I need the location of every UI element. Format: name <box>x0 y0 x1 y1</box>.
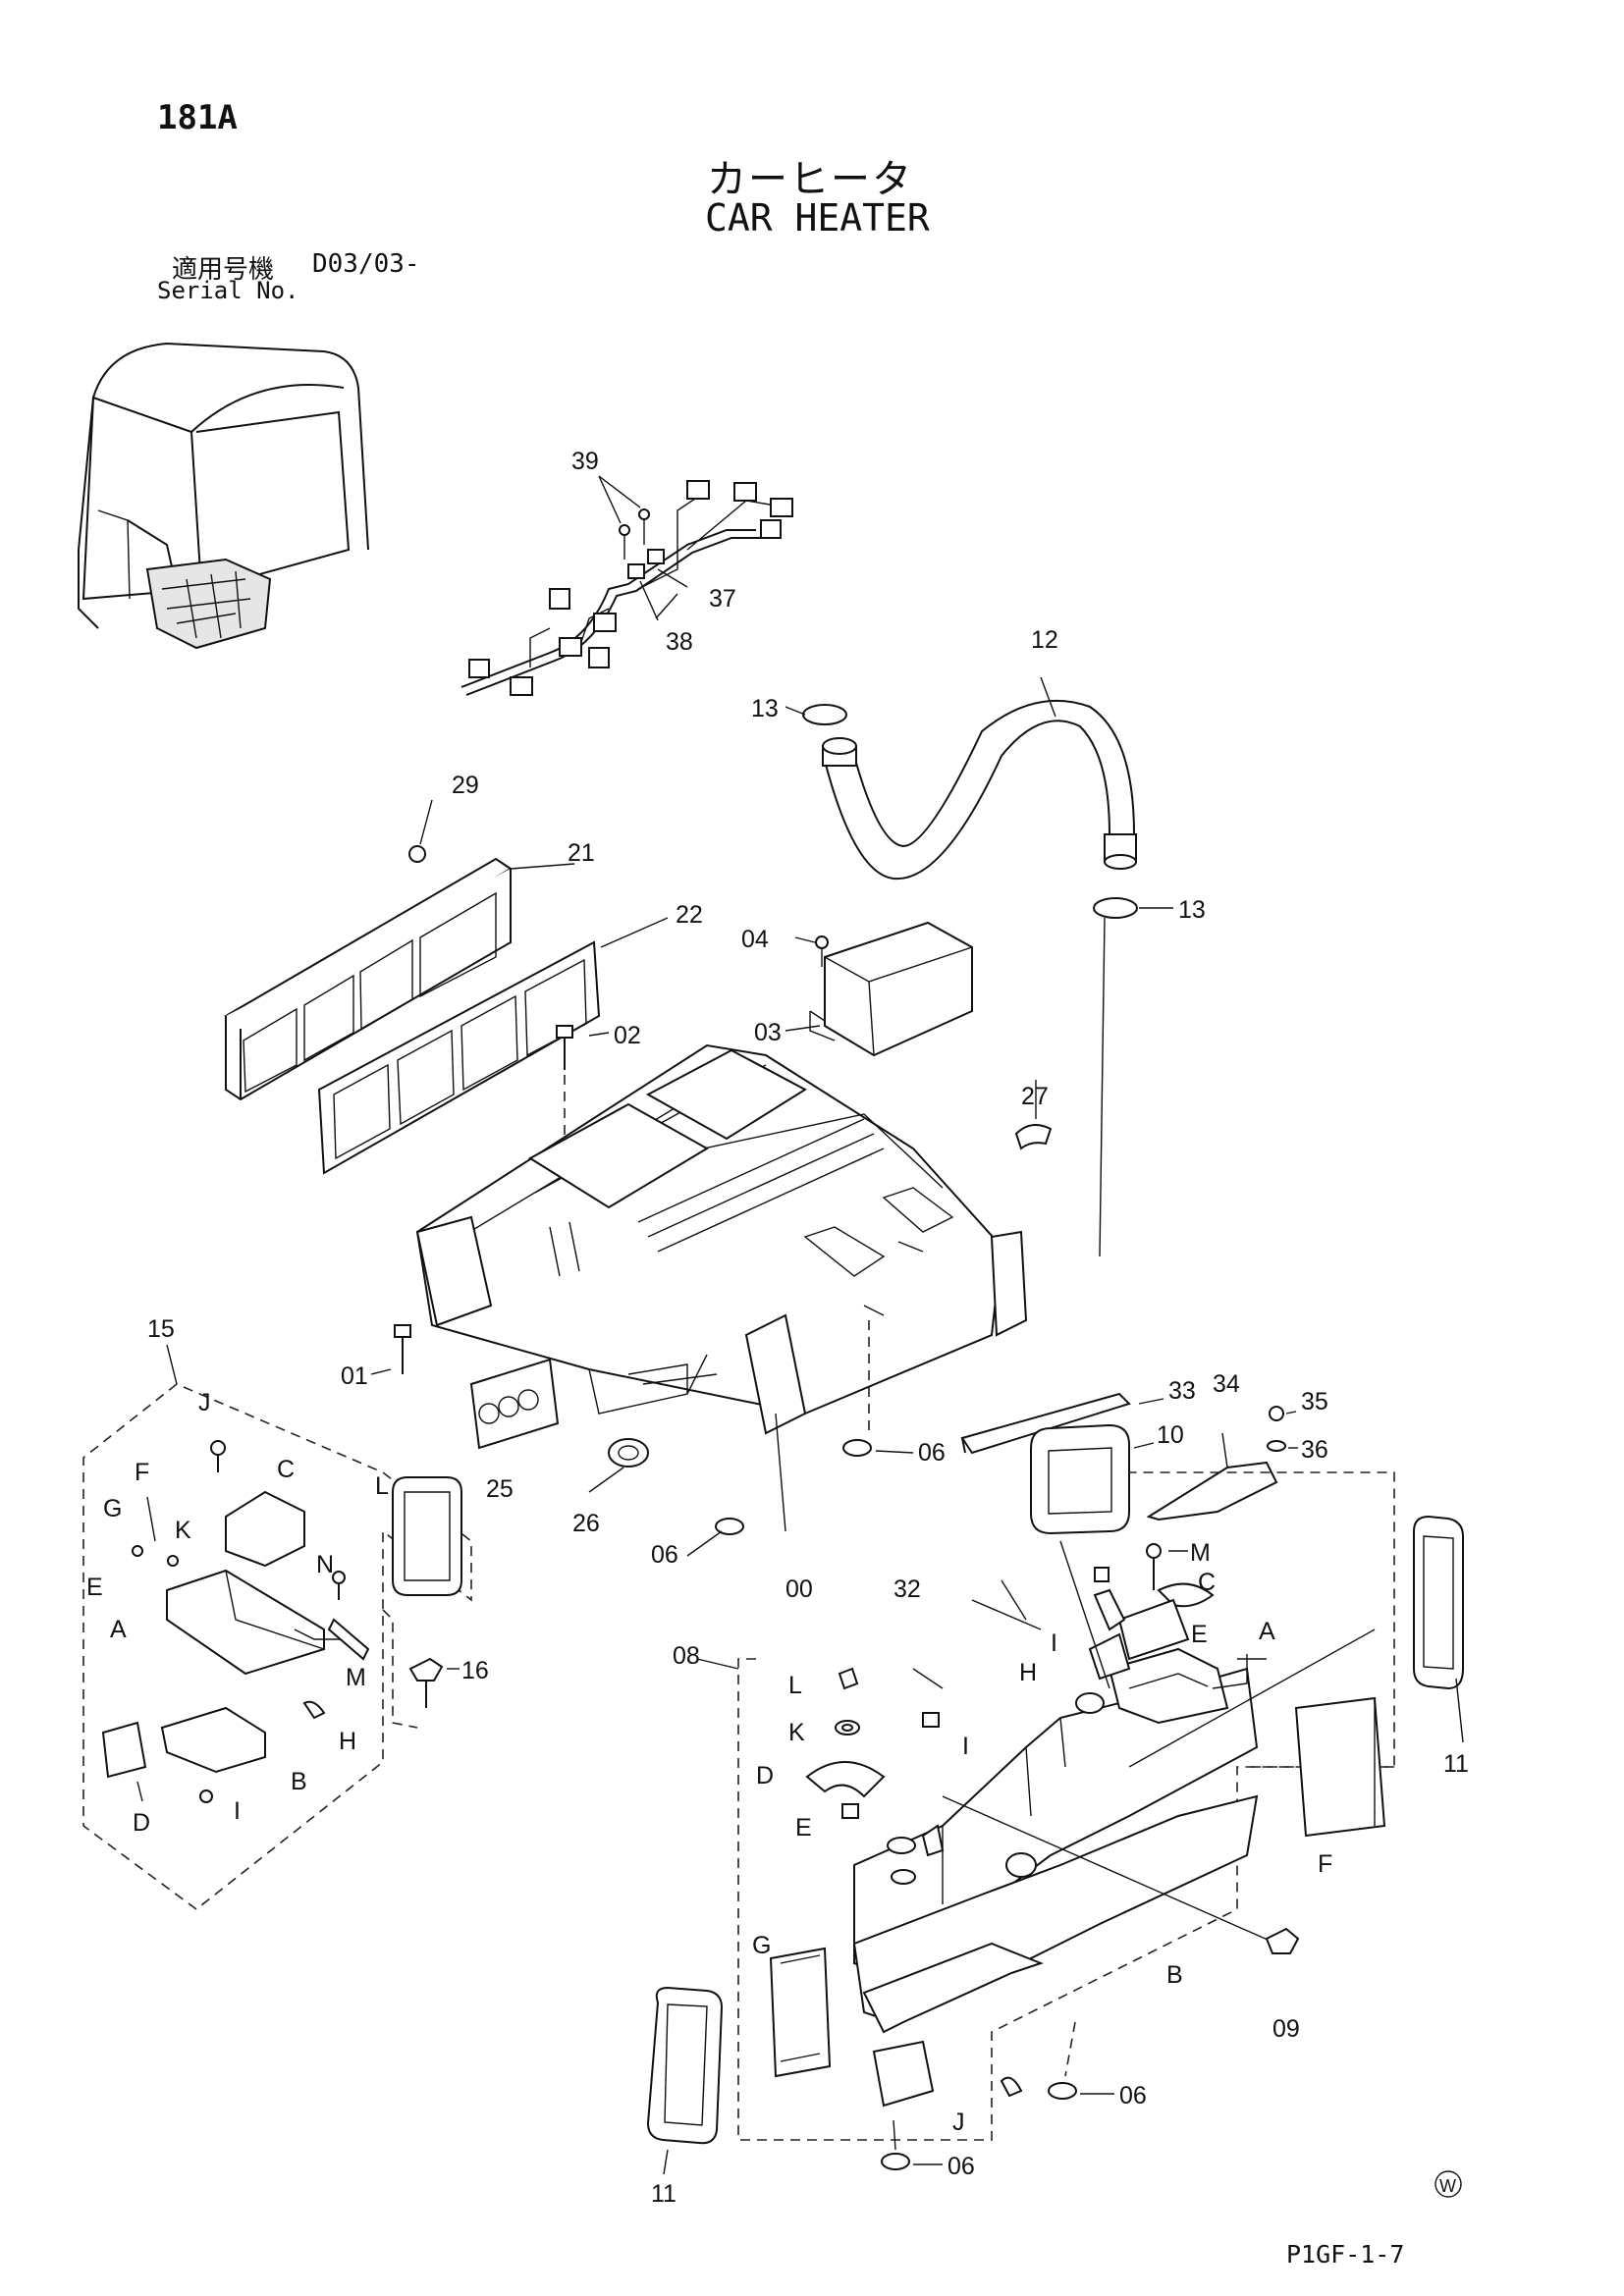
callout: F <box>135 1459 149 1486</box>
callout: 34 <box>1213 1370 1240 1398</box>
callout: 35 <box>1301 1388 1328 1415</box>
serial-label-english: Serial No. <box>157 277 299 304</box>
serial-label-japanese: 適用号機 <box>172 255 275 285</box>
callout: 15 <box>147 1315 175 1343</box>
callout: L <box>375 1472 389 1500</box>
callout: 12 <box>1031 626 1058 654</box>
callout: 04 <box>741 926 769 953</box>
group-08 <box>696 1471 1395 2141</box>
title-english: CAR HEATER <box>705 196 930 240</box>
group-15 <box>82 1344 472 1911</box>
callout: D <box>756 1762 774 1789</box>
callout: 09 <box>1272 2015 1300 2043</box>
bolt-16 <box>382 1609 460 1729</box>
callout: 13 <box>751 695 779 722</box>
callout: I <box>234 1797 241 1825</box>
callout: 00 <box>785 1575 813 1603</box>
callout: E <box>795 1814 812 1842</box>
stamp-circle <box>1435 2170 1462 2198</box>
callout: E <box>86 1574 103 1601</box>
serial-value: D03/03- <box>312 249 420 279</box>
callout: 37 <box>709 585 736 613</box>
callout: C <box>1198 1569 1216 1596</box>
callout: M <box>1190 1539 1211 1567</box>
callout: 06 <box>918 1439 946 1467</box>
callout-labels: 39 37 38 12 13 13 29 21 22 04 03 02 27 0… <box>86 448 1469 2208</box>
callout: I <box>962 1733 969 1760</box>
callout: K <box>788 1719 805 1746</box>
page-number: 181A <box>157 98 238 137</box>
callout: G <box>752 1932 771 1959</box>
callout: 11 <box>1443 1750 1469 1778</box>
callout: 21 <box>568 839 595 867</box>
callout: J <box>952 2109 965 2136</box>
callout: D <box>133 1809 150 1837</box>
callout: 10 <box>1157 1421 1184 1449</box>
hose <box>785 676 1173 1257</box>
callout: B <box>291 1768 307 1795</box>
callout: M <box>346 1664 366 1691</box>
heater-unit <box>415 1043 1028 1532</box>
controller <box>785 921 973 1057</box>
callout: F <box>1318 1850 1332 1878</box>
title-japanese: カーヒータ <box>707 157 913 202</box>
callout: 29 <box>452 772 479 799</box>
callout: 11 <box>651 2180 677 2208</box>
wire-harness <box>460 475 793 696</box>
callout: 01 <box>341 1362 368 1390</box>
filters <box>224 799 669 1175</box>
callout: 02 <box>614 1022 641 1049</box>
callout: N <box>316 1551 334 1578</box>
cab-illustration <box>78 342 369 650</box>
callout: 32 <box>893 1575 921 1603</box>
callout: 26 <box>572 1510 600 1537</box>
stamp-letter: W <box>1439 2176 1456 2196</box>
callout: 08 <box>673 1642 700 1670</box>
callout: H <box>1019 1659 1037 1686</box>
callout: A <box>1259 1618 1275 1645</box>
callout: 03 <box>754 1019 782 1046</box>
callout: K <box>175 1517 191 1544</box>
callout: G <box>103 1495 122 1522</box>
duct-pieces-upper-right <box>960 1392 1298 1535</box>
callout: L <box>788 1672 802 1699</box>
callout: 39 <box>571 448 599 475</box>
callout: A <box>110 1616 127 1643</box>
callout: 13 <box>1178 896 1206 924</box>
callout: E <box>1191 1621 1208 1648</box>
unit-fasteners <box>370 1025 1053 1557</box>
callout: 38 <box>666 628 693 656</box>
callout: 36 <box>1301 1436 1328 1464</box>
callout: I <box>1051 1629 1057 1657</box>
callout: 25 <box>486 1475 514 1503</box>
seals-and-grommets <box>646 1515 1464 2175</box>
callout: 06 <box>651 1541 678 1569</box>
callout: 06 <box>947 2153 975 2180</box>
callout: 33 <box>1168 1377 1196 1405</box>
callout: 06 <box>1119 2082 1147 2109</box>
drawing-code: P1GF-1-7 <box>1286 2240 1404 2269</box>
callout: 22 <box>676 901 703 929</box>
callout: C <box>277 1456 295 1483</box>
callout: J <box>198 1389 211 1416</box>
callout: 16 <box>461 1657 489 1684</box>
callout: 27 <box>1021 1083 1049 1110</box>
callout: H <box>339 1728 356 1755</box>
callout: B <box>1166 1961 1183 1989</box>
